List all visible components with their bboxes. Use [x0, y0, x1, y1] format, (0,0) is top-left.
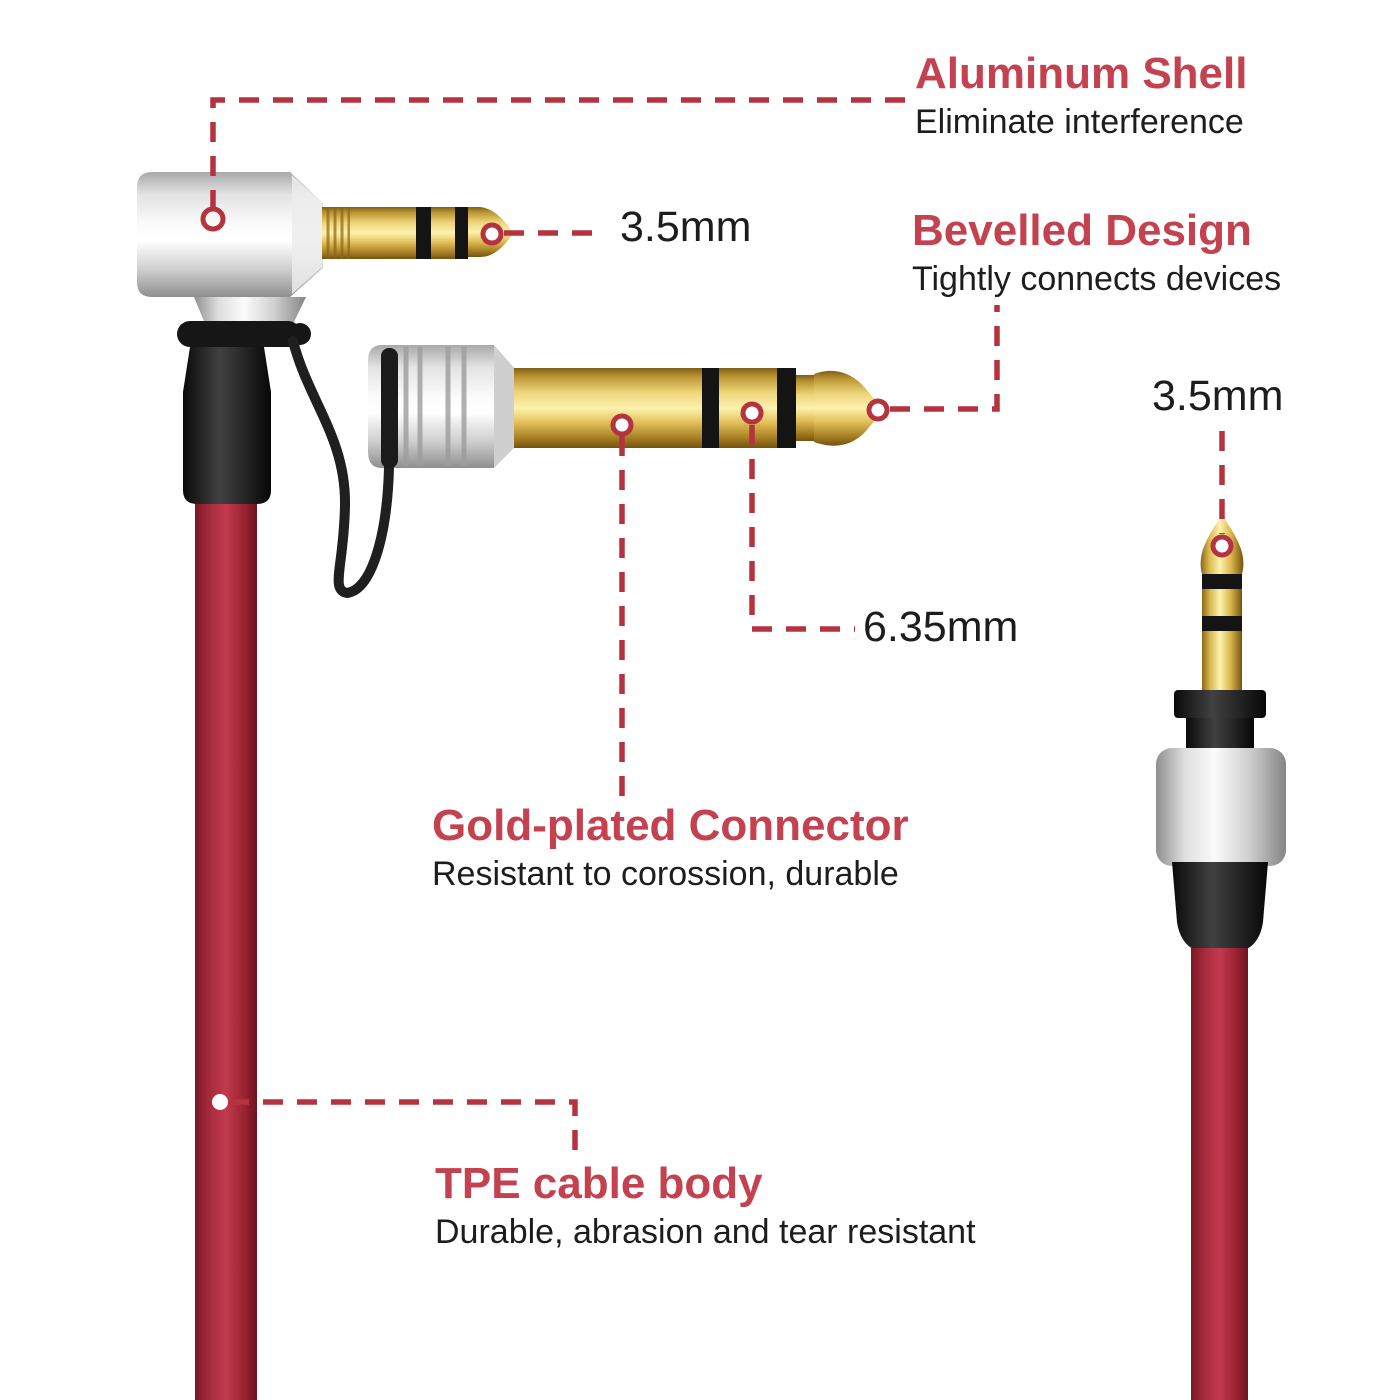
measurement-635mm: 6.35mm [863, 603, 1019, 651]
annotation-title: Aluminum Shell [915, 49, 1248, 98]
marker-bevel-tip [866, 398, 890, 422]
tether-cord [288, 336, 394, 599]
left-plug-insulator-ring-2 [455, 207, 468, 259]
marker-adapter-barrel [610, 413, 634, 437]
annotation-subtitle: Eliminate interference [915, 102, 1244, 141]
marker-aluminum-shell [200, 206, 226, 232]
leader-bevelled-design [890, 305, 1000, 412]
leader-635mm [749, 425, 855, 632]
connector-neck [194, 297, 306, 326]
right-collar-flange [1174, 690, 1266, 718]
right-collar-neck [1186, 718, 1254, 750]
right-plug-gold-band [1202, 589, 1242, 616]
cable-left [195, 498, 257, 1400]
left-plug-insulator-ring-1 [416, 207, 431, 259]
adapter-insulator-ring-1 [702, 368, 719, 448]
adapter-insulator-ring-2 [777, 368, 796, 448]
leader-tpe-cable [229, 1099, 578, 1157]
marker-right-plug-tip [1210, 534, 1234, 558]
left-plug-shaft [350, 207, 416, 259]
annotation-bevelled-design: Bevelled Design Tightly connects devices [912, 207, 1281, 299]
adapter-taper [494, 345, 516, 468]
annotation-gold-plated: Gold-plated Connector Resistant to coros… [432, 802, 909, 894]
annotation-title: TPE cable body [435, 1159, 763, 1208]
leader-aluminum-shell [210, 97, 905, 208]
cable-right [1191, 948, 1248, 1400]
thread-grooves [326, 207, 351, 259]
annotation-aluminum-shell: Aluminum Shell Eliminate interference [915, 50, 1247, 142]
adapter-grooves [403, 347, 467, 466]
right-plug-shaft [1202, 631, 1242, 692]
adapter-tether-ring [381, 348, 398, 468]
left-plug-gold-band [431, 207, 455, 259]
annotation-subtitle: Resistant to corossion, durable [432, 854, 899, 893]
marker-adapter-635 [740, 401, 764, 425]
annotation-tpe-cable: TPE cable body Durable, abrasion and tea… [435, 1160, 976, 1252]
strain-relief [183, 347, 271, 504]
measurement-35mm-left: 3.5mm [620, 203, 752, 251]
annotation-subtitle: Durable, abrasion and tear resistant [435, 1212, 976, 1251]
annotation-title: Gold-plated Connector [432, 801, 909, 850]
right-plug-insulator-ring-2 [1202, 616, 1242, 631]
right-silver-barrel [1156, 748, 1286, 866]
annotation-subtitle: Tightly connects devices [912, 259, 1282, 298]
adapter-tip-neck [796, 375, 814, 441]
right-boot [1172, 862, 1268, 951]
marker-left-plug-tip [480, 222, 504, 246]
straight-connector-3-5mm [1156, 516, 1286, 1400]
tether-collar-ring [177, 321, 301, 347]
right-plug-insulator-ring-1 [1202, 574, 1242, 589]
annotation-title: Bevelled Design [912, 206, 1252, 255]
aluminum-shell-body [137, 172, 323, 297]
marker-tpe-cable [212, 1094, 228, 1110]
adapter-bevel-tip [814, 370, 885, 446]
adapter-6-35mm [288, 336, 885, 599]
right-angle-connector [137, 172, 514, 1400]
adapter-gold-barrel [514, 368, 702, 448]
shell-end-face [292, 175, 322, 294]
measurement-35mm-right: 3.5mm [1152, 372, 1284, 420]
